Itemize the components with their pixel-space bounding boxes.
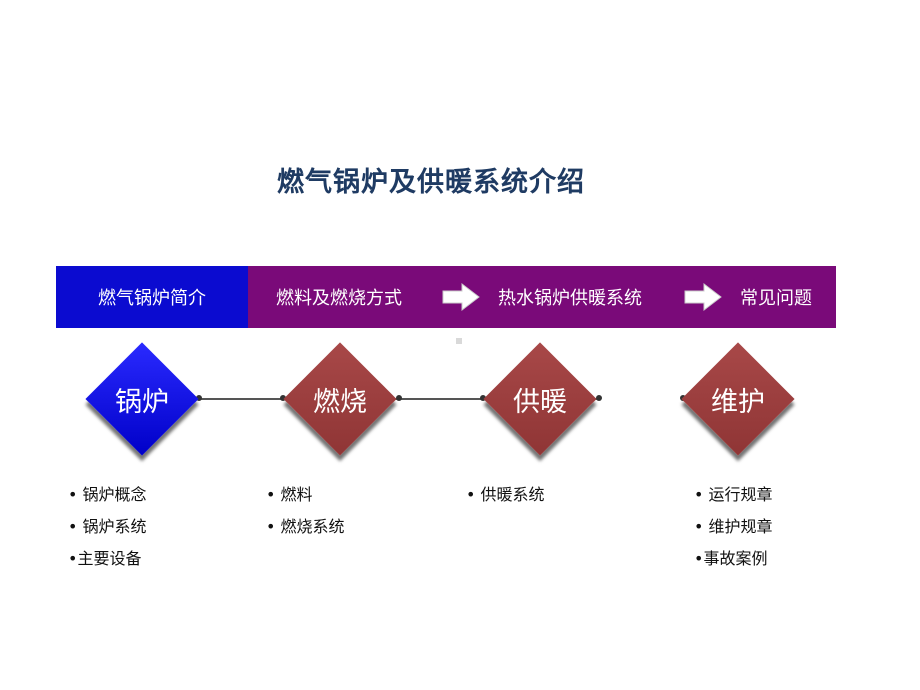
nav-item-common-issues[interactable]: 常见问题 <box>740 288 812 309</box>
list-item: • 燃烧系统 <box>266 517 345 536</box>
bullet-list-maintenance: • 运行规章 • 维护规章 •事故案例 <box>654 486 773 582</box>
connector-dot <box>280 395 286 401</box>
list-item: • 维护规章 <box>694 517 773 536</box>
nav-item-fuel-combustion[interactable]: 燃料及燃烧方式 <box>276 288 402 309</box>
list-item: • 燃料 <box>266 485 313 504</box>
nav-item-boiler-intro[interactable]: 燃气锅炉简介 <box>56 266 248 328</box>
connector-dot <box>596 395 602 401</box>
list-item: •主要设备 <box>68 549 142 568</box>
list-item: • 供暖系统 <box>466 485 545 504</box>
step-diamond-maintenance[interactable]: 维护 <box>681 342 795 456</box>
arrow-right-icon <box>684 283 722 311</box>
bullet-list-boiler: • 锅炉概念 • 锅炉系统 •主要设备 <box>28 486 147 582</box>
bullet-list-heating: • 供暖系统 <box>426 486 545 518</box>
bullet-list-combustion: • 燃料 • 燃烧系统 <box>226 486 345 550</box>
page-title: 燃气锅炉及供暖系统介绍 <box>277 167 585 198</box>
connector-dot <box>396 395 402 401</box>
nav-item-heating-system[interactable]: 热水锅炉供暖系统 <box>498 288 642 309</box>
list-item: • 运行规章 <box>694 485 773 504</box>
step-label: 锅炉 <box>115 386 169 418</box>
step-label: 燃烧 <box>313 386 367 418</box>
arrow-right-icon <box>442 283 480 311</box>
list-item: •事故案例 <box>694 549 768 568</box>
step-diamond-boiler[interactable]: 锅炉 <box>85 342 199 456</box>
step-diamond-combustion[interactable]: 燃烧 <box>283 342 397 456</box>
decorative-dot <box>456 338 462 344</box>
list-item: • 锅炉系统 <box>68 517 147 536</box>
step-diamond-heating[interactable]: 供暖 <box>483 342 597 456</box>
step-label: 维护 <box>711 386 765 418</box>
connector-dot <box>480 395 486 401</box>
list-item: • 锅炉概念 <box>68 485 147 504</box>
connector-dot <box>196 395 202 401</box>
step-label: 供暖 <box>513 386 567 418</box>
section-nav-bar: 燃气锅炉简介 燃料及燃烧方式 热水锅炉供暖系统 常见问题 <box>56 266 836 328</box>
